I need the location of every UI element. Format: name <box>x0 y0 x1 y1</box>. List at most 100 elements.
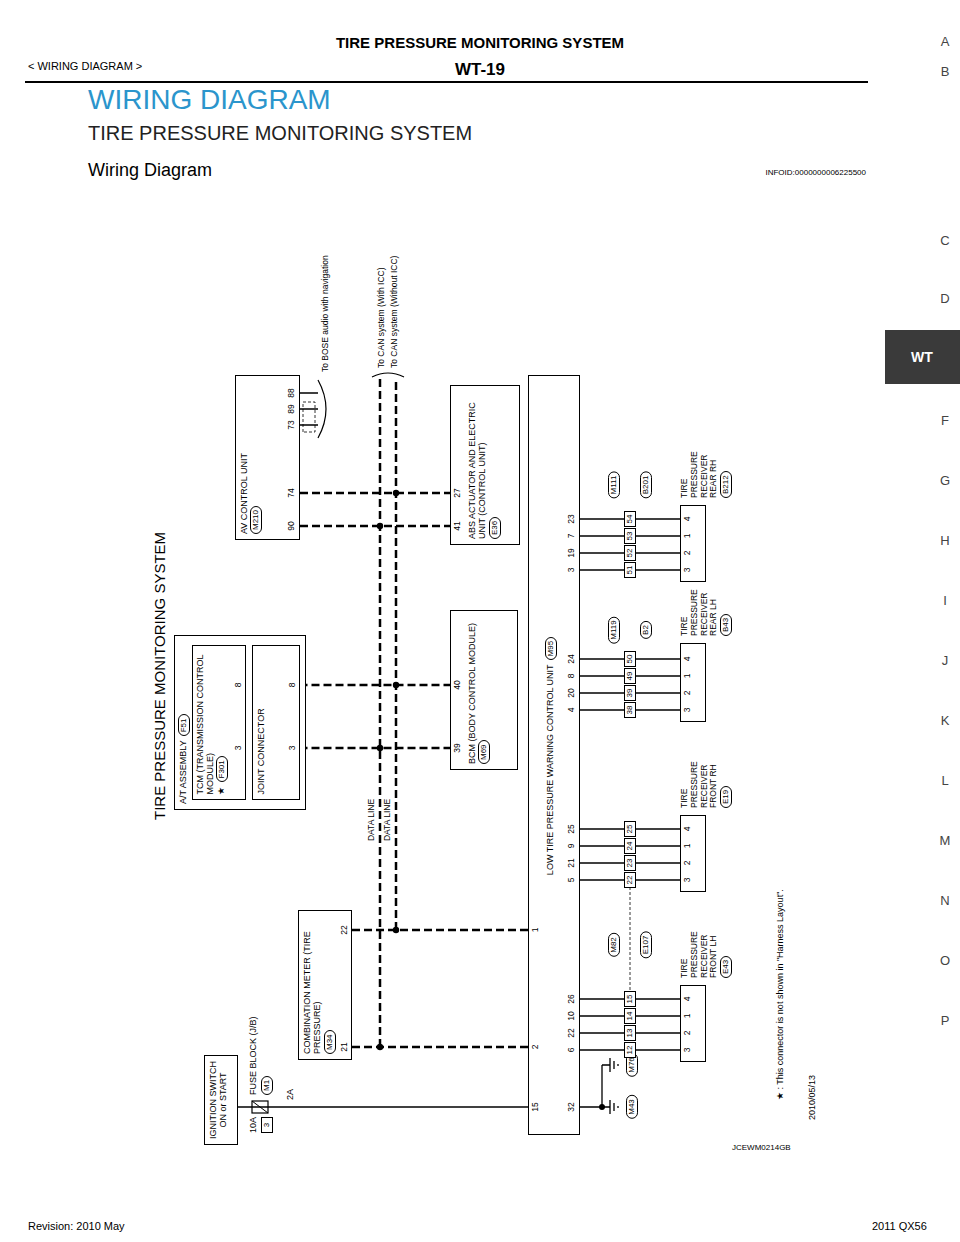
connector-number: M111 <box>608 472 620 499</box>
tab-letter: B <box>941 65 950 80</box>
wire-note: To BOSE audio with navigation <box>321 255 331 372</box>
data-line-wire <box>300 525 450 528</box>
pin-number: 1 <box>531 928 541 933</box>
wire-note: To CAN system (With ICC) <box>377 267 387 368</box>
component-name: COMBINATION METER (TIRE PRESSURE) <box>302 916 323 1054</box>
reference-code: INFOID:0000000006225500 <box>765 168 866 177</box>
note-text: FUSE BLOCK (J/B) <box>248 1016 258 1095</box>
tab-letter: M <box>940 834 951 849</box>
wire-note: To CAN system (Without ICC) <box>390 256 400 368</box>
tab-letter: C <box>940 234 949 249</box>
subheading: Wiring Diagram <box>88 160 212 181</box>
connector-cell: 51 <box>624 562 636 578</box>
connector-cell: 53 <box>624 528 636 544</box>
connector-number: F301 <box>216 756 228 782</box>
can-bus-line <box>379 378 382 1047</box>
tab-letter: F <box>941 414 949 429</box>
pin-number: 2 <box>683 1031 693 1036</box>
pin-number: 23 <box>567 514 577 523</box>
tab-letter: O <box>940 954 950 969</box>
receiver-label: TIRE PRESSURE RECEIVER FRONT RHE19 <box>680 746 732 808</box>
pin-number: 3 <box>683 878 693 883</box>
tab-letter: H <box>940 534 949 549</box>
receiver-label: TIRE PRESSURE RECEIVER REAR RHB212 <box>680 436 732 498</box>
pin-number: 1 <box>683 844 693 849</box>
pin-number: 22 <box>340 925 350 934</box>
pin-number: 39 <box>453 743 463 752</box>
pin-number: 4 <box>683 657 693 662</box>
pin-number: 24 <box>567 654 577 663</box>
connector-cell: 52 <box>624 545 636 561</box>
connector-number: E107 <box>640 932 652 959</box>
pin-number: 2 <box>683 861 693 866</box>
connector-number: B43 <box>720 614 732 636</box>
component-name: A/T ASSEMBLY <box>178 740 188 804</box>
pin-number: 4 <box>567 708 577 713</box>
connector-number: B2 <box>640 621 652 639</box>
receiver-unit: TIRE PRESSURE RECEIVER REAR LHB43 <box>680 574 732 722</box>
component-name: ★ <box>216 787 226 795</box>
pin-number: 7 <box>567 534 577 539</box>
component-name: BCM (BODY CONTROL MODULE) <box>467 616 477 764</box>
pin-number: 25 <box>567 824 577 833</box>
pin-number: 4 <box>683 827 693 832</box>
tab-letter: WT <box>911 349 933 365</box>
pin-number: 74 <box>287 488 297 497</box>
tab-letter: G <box>940 474 950 489</box>
data-line-wire <box>300 492 450 495</box>
pin-number: 41 <box>453 521 463 530</box>
connector-number: M119 <box>608 616 620 643</box>
section-heading: WIRING DIAGRAM <box>88 84 331 116</box>
connector-number: B201 <box>640 472 652 499</box>
note-text: ★ : This connector is not shown in "Harn… <box>775 889 785 1100</box>
pin-number: 20 <box>567 688 577 697</box>
pin-number: 15 <box>531 1102 541 1111</box>
receiver-label: TIRE PRESSURE RECEIVER FRONT LHE43 <box>680 916 732 978</box>
note-text: 2010/05/13 <box>807 1075 817 1120</box>
tab-letter: J <box>942 654 949 669</box>
pin-number: 2 <box>531 1045 541 1050</box>
header-rule <box>25 81 868 83</box>
component-box: LOW TIRE PRESSURE WARNING CONTROL UNITM9… <box>528 375 580 1135</box>
tab-letter: L <box>941 774 948 789</box>
pin-number: 26 <box>567 994 577 1003</box>
pin-number: 4 <box>683 997 693 1002</box>
connector-number: M34 <box>324 1030 336 1054</box>
pin-number: 9 <box>567 844 577 849</box>
component-box: JOINT CONNECTOR <box>252 646 300 801</box>
note-text: 2A <box>285 1089 295 1100</box>
component-box: IGNITION SWITCH ON or START <box>204 1055 238 1145</box>
component-name: TIRE PRESSURE RECEIVER REAR RH <box>680 436 719 498</box>
tab-letter: N <box>940 894 949 909</box>
connector-number: M43 <box>626 1095 638 1119</box>
tab-letter: A <box>941 35 950 50</box>
pin-number: 1 <box>683 1014 693 1019</box>
component-box: AV CONTROL UNITM210 <box>235 375 300 540</box>
pin-number: 40 <box>453 680 463 689</box>
can-bus-line <box>395 378 398 930</box>
pin-number: 19 <box>567 548 577 557</box>
continuation-bracket <box>318 380 326 438</box>
junction-dot <box>599 1104 605 1110</box>
component-name: JOINT CONNECTOR <box>256 652 266 795</box>
component-box: A/T ASSEMBLYF51TCM (TRANSMISSION CONTROL… <box>174 635 306 810</box>
ground-wire <box>580 1065 610 1107</box>
connector-cell: 14 <box>624 1008 636 1024</box>
connector-number: M69 <box>478 740 490 764</box>
reference-code: JCEWM0214GB <box>732 1143 791 1152</box>
shield-symbol <box>303 402 315 432</box>
connector-cell: 12 <box>624 1042 636 1058</box>
tab-letter: P <box>941 1014 950 1029</box>
footer-text: 2011 QX56 <box>872 1220 927 1233</box>
pin-number: 3 <box>567 568 577 573</box>
connector-cell: 54 <box>624 511 636 527</box>
pin-number: 3 <box>234 746 244 751</box>
wire-note: DATA LINE <box>383 797 393 843</box>
pin-number: 3 <box>683 568 693 573</box>
pin-number: 3 <box>288 746 298 751</box>
component-name: IGNITION SWITCH ON or START <box>208 1059 229 1141</box>
connector-number: E19 <box>720 786 732 808</box>
connector-number: M1 <box>261 1076 273 1095</box>
connector-cell: 15 <box>624 991 636 1007</box>
receiver-unit: TIRE PRESSURE RECEIVER FRONT LHE43 <box>680 916 732 1062</box>
